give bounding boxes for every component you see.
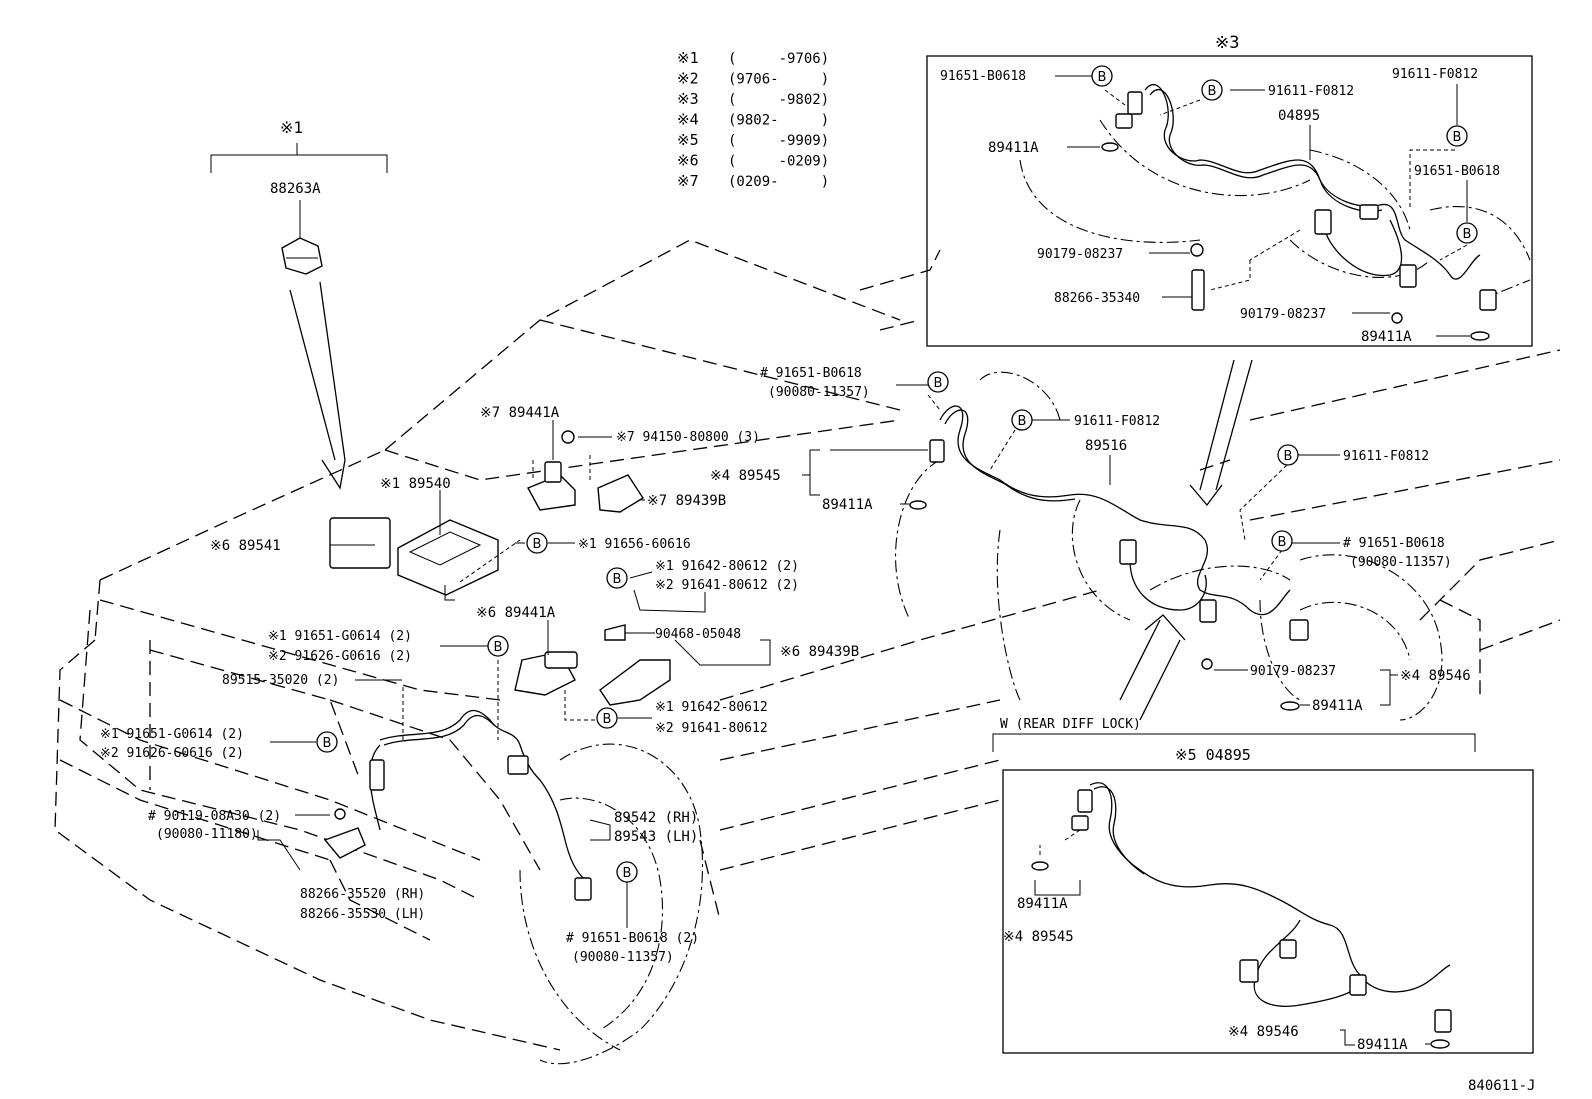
legend-range: (9802- )	[728, 113, 829, 129]
legend-mark: ※2	[677, 70, 699, 88]
bolt-b-marker: B	[1463, 227, 1472, 242]
bolt-b-marker: B	[1208, 84, 1217, 99]
part-label: 89543 (LH)	[614, 829, 698, 845]
part-label: ※4 89545	[710, 468, 781, 484]
part-label: ※6 89441A	[476, 605, 556, 621]
part-label: ※4 89546	[1400, 668, 1471, 684]
legend-range: ( -0209)	[728, 154, 829, 170]
part-label: ※1 91651-G0614 (2)	[268, 629, 412, 644]
bolt-b-marker: B	[1018, 414, 1027, 429]
legend-mark: ※6	[677, 152, 699, 170]
part-label: ※1 91642-80612 (2)	[655, 559, 799, 574]
legend-mark: ※1	[677, 49, 699, 67]
inset5-label: ※4 89545	[1003, 929, 1074, 945]
inset3-label: 91651-B0618	[940, 69, 1026, 84]
bolt-b-marker: B	[323, 736, 332, 751]
legend-mark: ※7	[677, 172, 699, 190]
part-label: 89542 (RH)	[614, 810, 698, 826]
legend-range: (0209- )	[728, 174, 829, 190]
inset3-label: 04895	[1278, 108, 1320, 124]
part-label: 91611-F0812	[1343, 449, 1429, 464]
inset3-label: 91651-B0618	[1414, 164, 1500, 179]
part-label: # 91651-B0618	[760, 366, 862, 381]
bolt-b-marker: B	[613, 572, 622, 587]
figure-code: 840611-J	[1468, 1078, 1535, 1094]
part-label: ※1 91651-G0614 (2)	[100, 727, 244, 742]
part-label: 88263A	[270, 181, 321, 197]
bolt-b-marker: B	[494, 640, 503, 655]
rear-wire-harness	[909, 394, 1309, 711]
inset-title: ※5 04895	[1175, 746, 1251, 764]
part-label: 90179-08237	[1250, 664, 1336, 679]
part-label: (90080-11357)	[572, 950, 674, 965]
inset5-label: 89411A	[1017, 896, 1068, 912]
group-mark: ※1	[280, 118, 303, 137]
bolt-b-marker: B	[1098, 70, 1107, 85]
bolt-b-marker: B	[1284, 449, 1293, 464]
inset3-label: 90179-08237	[1240, 307, 1326, 322]
legend-mark: ※4	[677, 111, 699, 129]
part-label: # 91651-B0618 (2)	[566, 931, 699, 946]
part-label: ※2 91641-80612	[655, 721, 768, 736]
part-label: ※7 94150-80800 (3)	[616, 430, 760, 445]
inset3-label: 90179-08237	[1037, 247, 1123, 262]
inset3-label: 88266-35340	[1054, 291, 1140, 306]
bolt-b-marker: B	[623, 866, 632, 881]
bolt-b-marker: B	[603, 712, 612, 727]
main-callouts: B B B B B B B B B B ※7 89441A ※7 94150-8…	[100, 366, 1471, 965]
inset3-label: 91611-F0812	[1392, 67, 1478, 82]
legend-mark: ※3	[677, 90, 699, 108]
legend-range: ( -9706)	[728, 51, 829, 67]
part-label: 88266-35530 (LH)	[300, 907, 425, 922]
part-88263a-group: ※1 88263A	[210, 118, 388, 490]
inset3-label: 89411A	[1361, 329, 1412, 345]
ecu-parts	[329, 430, 671, 740]
part-label: 90468-05048	[655, 627, 741, 642]
part-label: ※2 91626-G0616 (2)	[100, 746, 244, 761]
inset-3-title: ※3	[1215, 33, 1239, 53]
bolt-b-marker: B	[1278, 535, 1287, 550]
legend-range: (9706- )	[728, 72, 829, 88]
part-label: 91611-F0812	[1074, 414, 1160, 429]
part-label: ※1 89540	[380, 476, 451, 492]
date-legend: ※1 ( -9706) ※2 (9706- ) ※3 ( -9802) ※4 (9802- )…	[677, 49, 829, 190]
part-label: (90080-11180)	[156, 827, 258, 842]
inset5-label: 89411A	[1357, 1037, 1408, 1053]
part-label: (90080-11357)	[1350, 555, 1452, 570]
bolt-b-marker: B	[1453, 130, 1462, 145]
part-label: 89411A	[1312, 698, 1363, 714]
legend-mark: ※5	[677, 131, 699, 149]
inset3-label: 91611-F0812	[1268, 84, 1354, 99]
part-label: (90080-11357)	[768, 385, 870, 400]
part-label: 89516	[1085, 438, 1127, 454]
inset-header: W (REAR DIFF LOCK)	[1000, 717, 1141, 732]
part-label: ※2 91641-80612 (2)	[655, 578, 799, 593]
bolt-b-marker: B	[533, 537, 542, 552]
front-wire-harness	[323, 709, 592, 901]
part-label: # 91651-B0618	[1343, 536, 1445, 551]
part-label: ※7 89441A	[480, 405, 560, 421]
part-label: ※6 89439B	[780, 644, 859, 660]
part-label: ※2 91626-G0616 (2)	[268, 649, 412, 664]
part-label: ※6 89541	[210, 538, 281, 554]
part-label: ※7 89439B	[647, 493, 726, 509]
part-label: ※1 91642-80612	[655, 700, 768, 715]
vehicle-body-outline	[54, 239, 1561, 1065]
part-label: 88266-35520 (RH)	[300, 887, 425, 902]
part-label: # 90119-08A30 (2)	[148, 809, 281, 824]
inset-5: W (REAR DIFF LOCK) ※5 04895 89411A ※4 89…	[992, 717, 1534, 1054]
legend-range: ( -9909)	[728, 133, 829, 149]
part-label: 89515-35020 (2)	[222, 673, 339, 688]
part-label: ※1 91656-60616	[578, 537, 691, 552]
inset-3: ※3 B B	[926, 33, 1533, 347]
legend-range: ( -9802)	[728, 92, 829, 108]
inset5-label: ※4 89546	[1228, 1024, 1299, 1040]
inset3-label: 89411A	[988, 140, 1039, 156]
bolt-b-marker: B	[934, 376, 943, 391]
part-label: 89411A	[822, 497, 873, 513]
